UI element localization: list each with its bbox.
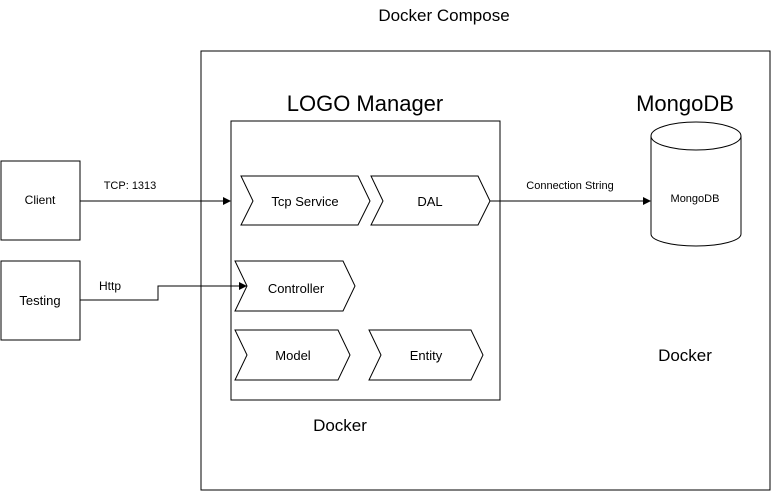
client-box bbox=[0, 160, 81, 241]
testing-label: Testing bbox=[19, 293, 60, 308]
entity-label: Entity bbox=[410, 348, 443, 363]
diagram-title: Docker Compose bbox=[378, 6, 509, 25]
manager-docker-label: Docker bbox=[313, 416, 367, 435]
controller-label: Controller bbox=[268, 281, 325, 296]
testing-edge-label: Http bbox=[99, 279, 121, 293]
tcp-service-label: Tcp Service bbox=[271, 194, 338, 209]
mongo-docker-label: Docker bbox=[658, 346, 712, 365]
mongo-title: MongoDB bbox=[636, 91, 734, 116]
mongodb-cylinder bbox=[650, 121, 742, 247]
dal-node bbox=[370, 175, 491, 226]
manager-title: LOGO Manager bbox=[287, 91, 444, 116]
client-edge-label: TCP: 1313 bbox=[104, 180, 157, 192]
model-label: Model bbox=[275, 348, 311, 363]
testing-to-controller-arrow bbox=[80, 282, 247, 301]
dal-label: DAL bbox=[417, 194, 442, 209]
testing-box bbox=[0, 260, 81, 341]
mongo-title-background bbox=[629, 91, 741, 116]
manager-title-background bbox=[274, 91, 456, 116]
tcp-service-node bbox=[240, 175, 371, 226]
model-node bbox=[234, 329, 351, 381]
connection-edge-label: Connection String bbox=[526, 180, 613, 192]
client-label: Client bbox=[25, 193, 56, 207]
controller-node bbox=[234, 260, 356, 312]
mongodb-cylinder-label: MongoDB bbox=[671, 193, 720, 205]
entity-node bbox=[368, 329, 484, 381]
